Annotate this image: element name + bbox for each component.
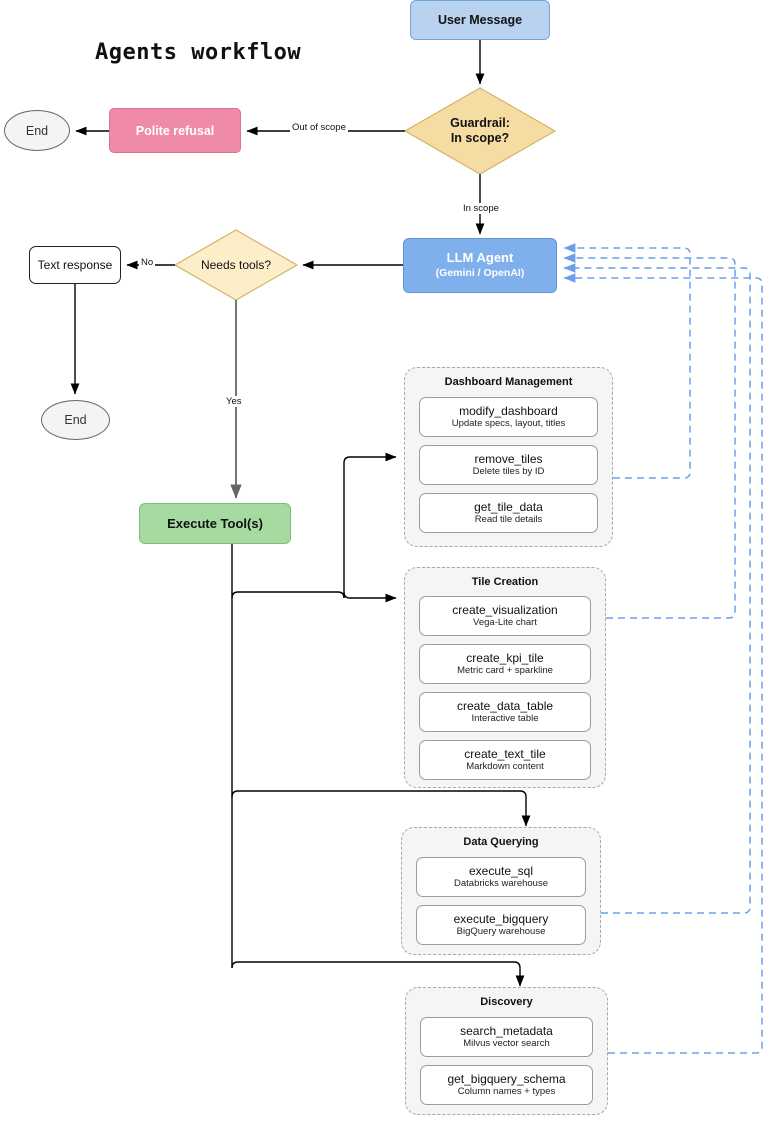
edge-label-in-scope: In scope bbox=[461, 203, 501, 214]
edge-label-yes: Yes bbox=[224, 396, 244, 407]
tool-execute-bigquery-name: execute_bigquery bbox=[453, 911, 549, 926]
group-discovery: Discovery search_metadata Milvus vector … bbox=[405, 987, 608, 1115]
node-llm-agent-label: LLM Agent bbox=[446, 250, 514, 266]
node-llm-agent[interactable]: LLM Agent (Gemini / OpenAI) bbox=[403, 238, 557, 293]
node-execute-tools-label: Execute Tool(s) bbox=[167, 516, 263, 531]
tool-remove-tiles-name: remove_tiles bbox=[474, 451, 543, 466]
tool-create-kpi-tile-desc: Metric card + sparkline bbox=[457, 664, 553, 676]
tool-execute-sql[interactable]: execute_sql Databricks warehouse bbox=[416, 857, 586, 897]
tool-create-visualization[interactable]: create_visualization Vega-Lite chart bbox=[419, 596, 591, 636]
tool-get-bigquery-schema-desc: Column names + types bbox=[457, 1085, 556, 1097]
node-polite-refusal-label: Polite refusal bbox=[135, 123, 215, 138]
edge-label-out-of-scope: Out of scope bbox=[290, 122, 348, 133]
node-llm-agent-sublabel: (Gemini / OpenAI) bbox=[435, 267, 525, 280]
edge-label-no: No bbox=[139, 257, 156, 268]
node-user-message[interactable]: User Message bbox=[410, 0, 550, 40]
tool-get-bigquery-schema[interactable]: get_bigquery_schema Column names + types bbox=[420, 1065, 593, 1105]
group-data-querying: Data Querying execute_sql Databricks war… bbox=[401, 827, 601, 955]
tool-search-metadata-desc: Milvus vector search bbox=[463, 1037, 550, 1049]
tool-search-metadata[interactable]: search_metadata Milvus vector search bbox=[420, 1017, 593, 1057]
tool-create-visualization-name: create_visualization bbox=[452, 602, 558, 617]
node-user-message-label: User Message bbox=[437, 13, 523, 27]
node-polite-refusal[interactable]: Polite refusal bbox=[109, 108, 241, 153]
tool-search-metadata-name: search_metadata bbox=[460, 1023, 553, 1038]
tool-execute-bigquery[interactable]: execute_bigquery BigQuery warehouse bbox=[416, 905, 586, 945]
group-tile-creation: Tile Creation create_visualization Vega-… bbox=[404, 567, 606, 788]
tool-create-data-table-desc: Interactive table bbox=[471, 712, 539, 724]
tool-execute-bigquery-desc: BigQuery warehouse bbox=[456, 925, 546, 937]
node-guardrail-label-line2: In scope? bbox=[450, 131, 510, 145]
edge-branch-to-discovery bbox=[231, 961, 525, 987]
node-execute-tools[interactable]: Execute Tool(s) bbox=[139, 503, 291, 544]
node-guardrail[interactable]: Guardrail: In scope? bbox=[405, 88, 555, 174]
tool-remove-tiles-desc: Delete tiles by ID bbox=[472, 465, 545, 477]
tool-create-kpi-tile[interactable]: create_kpi_tile Metric card + sparkline bbox=[419, 644, 591, 684]
tool-create-text-tile-name: create_text_tile bbox=[464, 746, 546, 761]
node-end-text-response-label: End bbox=[64, 413, 87, 427]
tool-modify-dashboard[interactable]: modify_dashboard Update specs, layout, t… bbox=[419, 397, 598, 437]
group-dashboard-management: Dashboard Management modify_dashboard Up… bbox=[404, 367, 613, 547]
edge-branch-to-tile-creation bbox=[231, 591, 397, 603]
tool-create-text-tile[interactable]: create_text_tile Markdown content bbox=[419, 740, 591, 780]
group-discovery-title: Discovery bbox=[480, 996, 533, 1008]
group-data-querying-title: Data Querying bbox=[463, 836, 539, 848]
tool-get-tile-data-name: get_tile_data bbox=[474, 499, 543, 514]
tool-create-kpi-tile-name: create_kpi_tile bbox=[466, 650, 544, 665]
tool-modify-dashboard-name: modify_dashboard bbox=[459, 403, 558, 418]
tool-modify-dashboard-desc: Update specs, layout, titles bbox=[451, 417, 566, 429]
tool-create-text-tile-desc: Markdown content bbox=[466, 760, 544, 772]
node-end-text-response[interactable]: End bbox=[41, 400, 110, 440]
tool-create-visualization-desc: Vega-Lite chart bbox=[473, 616, 537, 628]
node-needs-tools[interactable]: Needs tools? bbox=[175, 230, 297, 300]
page-title: Agents workflow bbox=[95, 40, 302, 65]
tool-get-tile-data-desc: Read tile details bbox=[474, 513, 543, 525]
node-needs-tools-label: Needs tools? bbox=[200, 258, 272, 272]
edge-branch-dashboard-management bbox=[343, 452, 397, 598]
return-edge-data-querying bbox=[563, 263, 751, 914]
tool-get-bigquery-schema-name: get_bigquery_schema bbox=[447, 1071, 566, 1086]
tool-get-tile-data[interactable]: get_tile_data Read tile details bbox=[419, 493, 598, 533]
edge-branch-to-data-querying bbox=[231, 790, 531, 827]
tool-execute-sql-desc: Databricks warehouse bbox=[454, 877, 548, 889]
group-dashboard-management-title: Dashboard Management bbox=[444, 376, 573, 388]
node-text-response-label: Text response bbox=[37, 258, 113, 272]
return-edge-dashboard-management bbox=[563, 243, 691, 479]
node-guardrail-label-line1: Guardrail: bbox=[450, 115, 510, 130]
node-end-refusal[interactable]: End bbox=[4, 110, 70, 151]
group-tile-creation-title: Tile Creation bbox=[471, 576, 539, 588]
node-text-response[interactable]: Text response bbox=[29, 246, 121, 284]
node-end-refusal-label: End bbox=[25, 123, 49, 138]
return-edge-tile-creation bbox=[563, 253, 736, 619]
tool-remove-tiles[interactable]: remove_tiles Delete tiles by ID bbox=[419, 445, 598, 485]
tool-create-data-table[interactable]: create_data_table Interactive table bbox=[419, 692, 591, 732]
return-edge-discovery bbox=[563, 273, 763, 1054]
tool-execute-sql-name: execute_sql bbox=[468, 863, 534, 878]
tool-create-data-table-name: create_data_table bbox=[456, 698, 554, 713]
